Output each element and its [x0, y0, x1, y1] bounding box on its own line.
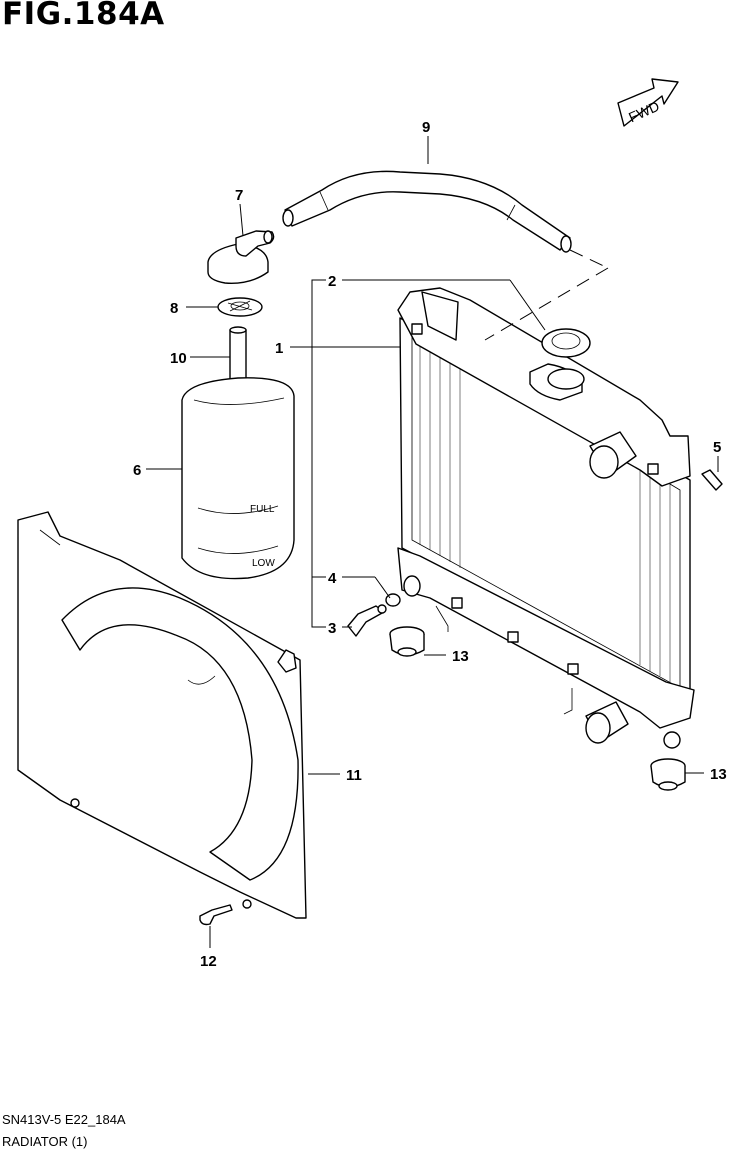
callout-12: 12 [200, 953, 217, 970]
figure-title: FIG.184A [2, 0, 165, 32]
leader-lines [146, 136, 719, 948]
reservoir-cap [207, 230, 275, 284]
callout-8: 8 [170, 300, 178, 317]
callout-2: 2 [328, 273, 336, 290]
mounting-cushion-lower [650, 758, 686, 791]
callout-6: 6 [133, 462, 141, 479]
callout-13-upper: 13 [452, 648, 469, 665]
diagram-name: RADIATOR (1) [2, 1134, 88, 1149]
callout-9: 9 [422, 119, 430, 136]
radiator-bolt [701, 469, 723, 491]
mounting-cushion-upper [389, 626, 425, 657]
drain-plug [347, 604, 387, 637]
shroud-bolt [199, 904, 233, 926]
radiator-hose [282, 170, 572, 253]
diagram-code: SN413V-5 E22_184A [2, 1112, 126, 1127]
reservoir-valve [217, 297, 263, 317]
callout-13-lower: 13 [710, 766, 727, 783]
callout-3: 3 [328, 620, 336, 637]
tank-full-mark: FULL [250, 504, 275, 515]
reservoir-tank: FULL LOW [181, 377, 295, 580]
callout-7: 7 [235, 187, 243, 204]
callout-10: 10 [170, 350, 187, 367]
tank-low-mark: LOW [252, 558, 275, 569]
callout-4: 4 [328, 570, 337, 587]
radiator-core [397, 287, 695, 749]
fan-shroud [17, 511, 307, 919]
radiator-cap [541, 328, 591, 358]
callout-5: 5 [713, 439, 721, 456]
callout-11: 11 [346, 767, 362, 784]
callout-numbers: 9 7 8 10 6 2 1 4 3 5 13 13 11 12 [133, 119, 727, 970]
forward-arrow-icon: FWD [617, 78, 679, 127]
callout-1: 1 [275, 340, 283, 357]
